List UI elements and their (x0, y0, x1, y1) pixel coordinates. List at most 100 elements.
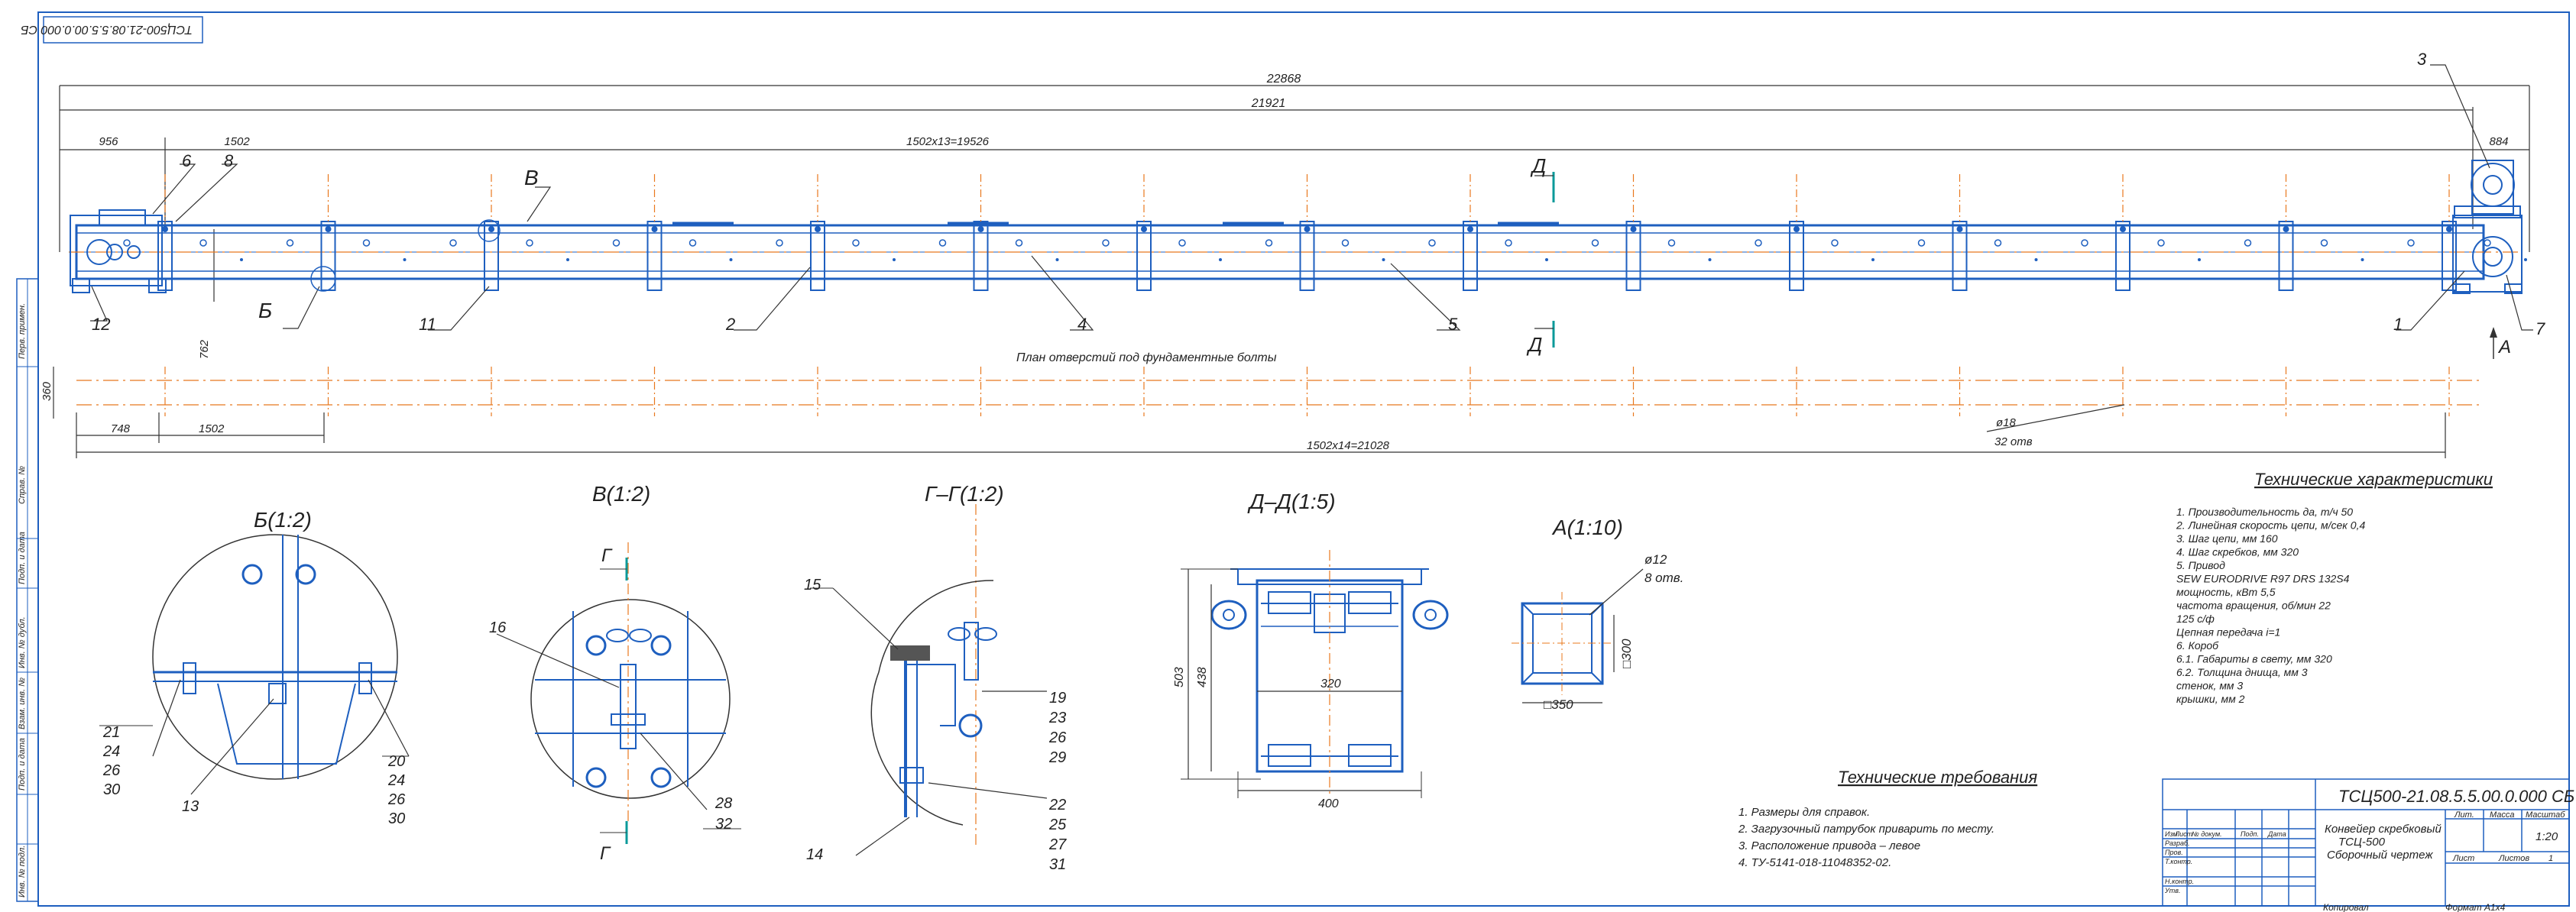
tech-chars-line: 1. Производительность да, т/ч 50 (2176, 506, 2353, 518)
panel-hole (776, 239, 783, 247)
side-strip-label: Взам. инв. № (18, 678, 27, 729)
side-strip-label: Справ. № (18, 466, 27, 504)
support-centerlines (164, 174, 2450, 222)
panel-hole (2320, 239, 2328, 247)
support-bolt (325, 226, 332, 232)
view-b-label: 21 (102, 724, 120, 741)
panel-dot (403, 258, 407, 261)
panel-hole (1591, 239, 1599, 247)
view-g-detail (810, 504, 1048, 856)
panel-dot (1055, 258, 1059, 261)
panel-hole (938, 239, 947, 247)
section-mark-d (1534, 172, 1555, 348)
callout-7: 7 (2535, 319, 2545, 338)
title-role: Н.контр. (2165, 878, 2194, 885)
support-bolt (651, 226, 658, 232)
view-g-label: 31 (1049, 856, 1066, 873)
tech-chars-line: 5. Привод (2176, 559, 2225, 571)
foundation-note: План отверстий под фундаментные болты (1016, 351, 1277, 364)
title-sheet: Лист (2452, 854, 2474, 863)
dim-overall: 22868 (1266, 73, 1301, 86)
dim-span: 21921 (1251, 97, 1286, 110)
view-b-label: 24 (102, 743, 120, 760)
callout-3: 3 (2417, 50, 2427, 69)
side-strip-label: Инв. № дубл. (18, 616, 27, 668)
tech-chars-line: 6. Короб (2176, 639, 2219, 652)
support-bolt (488, 226, 494, 232)
view-d-dim-438: 438 (1196, 667, 1209, 687)
panel-hole (526, 239, 533, 247)
callout-leaders (90, 64, 2533, 331)
support-bolt (1956, 226, 1963, 232)
panel-dot (2198, 258, 2201, 261)
panel-hole (2407, 239, 2415, 247)
panel-hole (612, 239, 621, 247)
tech-req-line: 2. Загрузочный патрубок приварить по мес… (1738, 823, 1994, 836)
view-d-title: Д–Д(1:5) (1247, 490, 1336, 513)
title-col-lit: Лит. (2454, 810, 2474, 820)
tech-chars-line: SEW EURODRIVE R97 DRS 132S4 (2176, 573, 2350, 585)
view-b-label-13: 13 (182, 798, 199, 815)
view-g-label: 22 (1048, 797, 1066, 813)
panel-hole (1341, 239, 1350, 247)
support-bolt (1630, 226, 1637, 232)
callout-4: 4 (1077, 315, 1087, 334)
dim-bolt-run: 1502x14=21028 (1307, 439, 1390, 452)
view-b-label: 26 (102, 762, 121, 779)
panel-hole (1428, 239, 1436, 247)
foundation-dims (76, 404, 2446, 458)
tail-section (70, 209, 167, 293)
view-v-label-32: 32 (715, 816, 732, 833)
view-a-side: □300 (1619, 639, 1634, 668)
drive-head (2452, 160, 2523, 294)
tech-chars-line: 6.2. Толщина днища, мм 3 (2176, 666, 2308, 678)
panel-dot (1545, 258, 1548, 261)
tech-req-line: 1. Размеры для справок. (1738, 806, 1870, 819)
support-bolt (2120, 226, 2126, 232)
foundation-bolt-centers (164, 367, 2450, 416)
panel-hole (1505, 239, 1512, 247)
panel-hole (1994, 239, 2002, 247)
side-strip-label: Перв. примен. (18, 303, 27, 359)
panel-hole (2244, 239, 2252, 247)
tech-chars-line: 3. Шаг цепи, мм 160 (2176, 532, 2278, 545)
view-g-label-14: 14 (806, 846, 823, 863)
support-bolt (1793, 226, 1800, 232)
view-v-label-28: 28 (714, 795, 732, 812)
support-bolt (815, 226, 821, 232)
tech-req-heading: Технические требования (1838, 768, 2037, 787)
view-g-label: 23 (1048, 710, 1066, 726)
title-doc-number: ТСЦ500-21.08.5.5.00.0.000 СБ (2338, 787, 2574, 806)
detail-mark-v: В (524, 166, 539, 189)
dim-base-width: 360 (41, 381, 53, 401)
panel-dot (240, 258, 243, 261)
panel-hole (2081, 239, 2088, 247)
tech-chars-line: 2. Линейная скорость цепи, м/сек 0,4 (2176, 519, 2365, 532)
tech-chars-line: Цепная передача i=1 (2176, 626, 2280, 639)
panel-hole (362, 239, 371, 247)
overall-dimensions (59, 85, 2530, 252)
tech-chars-line: частота вращения, об/мин 22 (2176, 600, 2331, 612)
callout-5: 5 (1448, 315, 1458, 334)
title-row-label: № докум. (2192, 830, 2222, 838)
panel-dot (1871, 258, 1874, 261)
section-label-d: Д (1530, 154, 1546, 177)
support-bolt (2446, 226, 2452, 232)
panel-dot (893, 258, 896, 261)
title-col-scale: Масштаб (2526, 810, 2565, 820)
view-g-label: 19 (1049, 690, 1066, 707)
title-name: Конвейер скребковый (2325, 823, 2442, 836)
top-stamp-text: ТСЦ500-21.08.5.5.00.0.000 СБ (21, 23, 193, 36)
view-a-base: □350 (1544, 697, 1573, 712)
panel-dot (1382, 258, 1385, 261)
view-g-label: 27 (1048, 836, 1067, 853)
dim-hole-dia: ø18 (1996, 416, 2017, 429)
panel-hole (199, 239, 207, 247)
panel-hole (1102, 239, 1110, 247)
tech-req-line: 3. Расположение привода – левое (1738, 839, 1920, 852)
title-scale: 1:20 (2535, 830, 2558, 843)
view-v-label-16: 16 (489, 619, 507, 636)
view-b-label: 30 (388, 810, 405, 827)
title-col-mass: Масса (2490, 810, 2515, 820)
panel-hole (123, 239, 131, 247)
